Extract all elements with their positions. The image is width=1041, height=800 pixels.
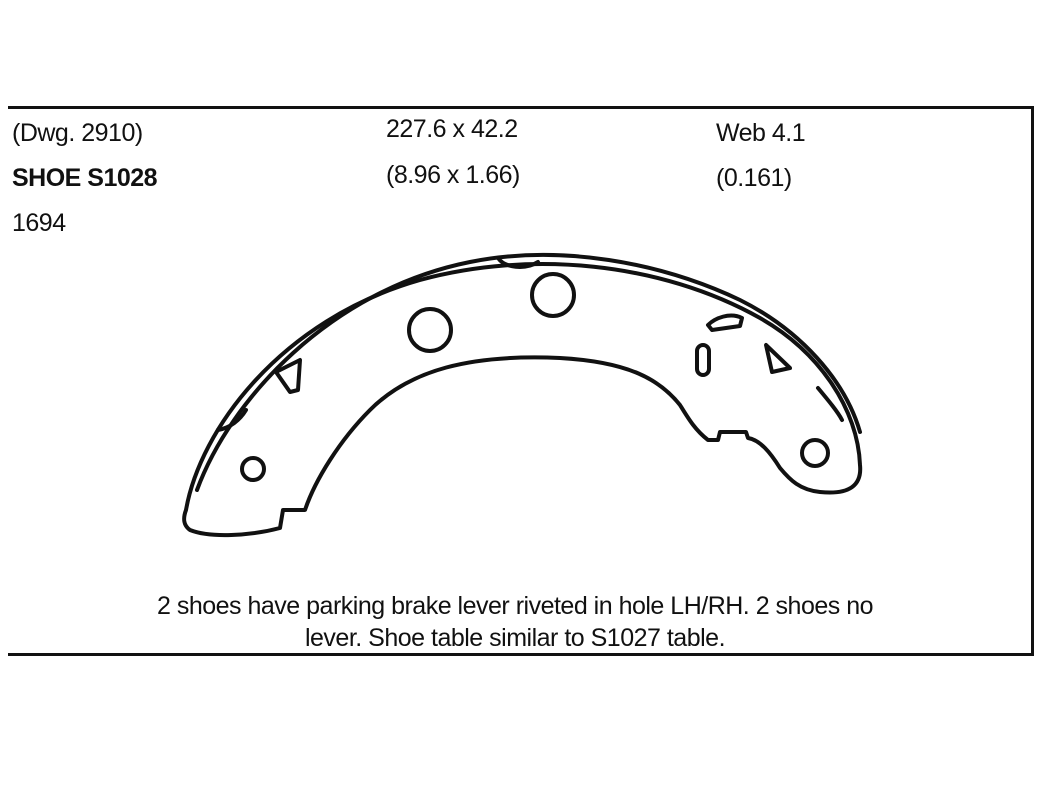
web-thickness-inches: (0.161): [716, 164, 792, 192]
part-number: 1694: [12, 209, 66, 237]
hole-right: [800, 438, 830, 468]
bottom-border-line: [8, 653, 1034, 656]
notch-right-tab: [706, 313, 744, 332]
notch-right-end: [816, 386, 844, 422]
drawing-reference: (Dwg. 2910): [12, 119, 143, 147]
notch-left-lower: [216, 408, 248, 432]
web-thickness-mm: Web 4.1: [716, 119, 806, 147]
notch-right-mid: [764, 343, 792, 374]
note-line-1: 2 shoes have parking brake lever riveted…: [156, 592, 874, 620]
dimensions-mm: 227.6 x 42.2: [386, 115, 518, 143]
hole-left: [407, 307, 453, 353]
right-border-line: [1031, 106, 1034, 656]
lining-outer-edge: [195, 253, 862, 492]
shoe-body-outline: [182, 262, 863, 538]
dimensions-inches: (8.96 x 1.66): [386, 161, 520, 189]
part-name: SHOE S1028: [12, 164, 158, 192]
notch-top: [496, 256, 540, 269]
hole-small-left: [240, 456, 266, 482]
hole-top: [530, 272, 576, 318]
top-border-line: [8, 106, 1034, 109]
slot: [695, 343, 711, 377]
note-line-2: lever. Shoe table similar to S1027 table…: [304, 624, 726, 652]
notch-left-upper: [274, 358, 302, 394]
parking-brake-note: 2 shoes have parking brake lever riveted…: [100, 590, 930, 654]
